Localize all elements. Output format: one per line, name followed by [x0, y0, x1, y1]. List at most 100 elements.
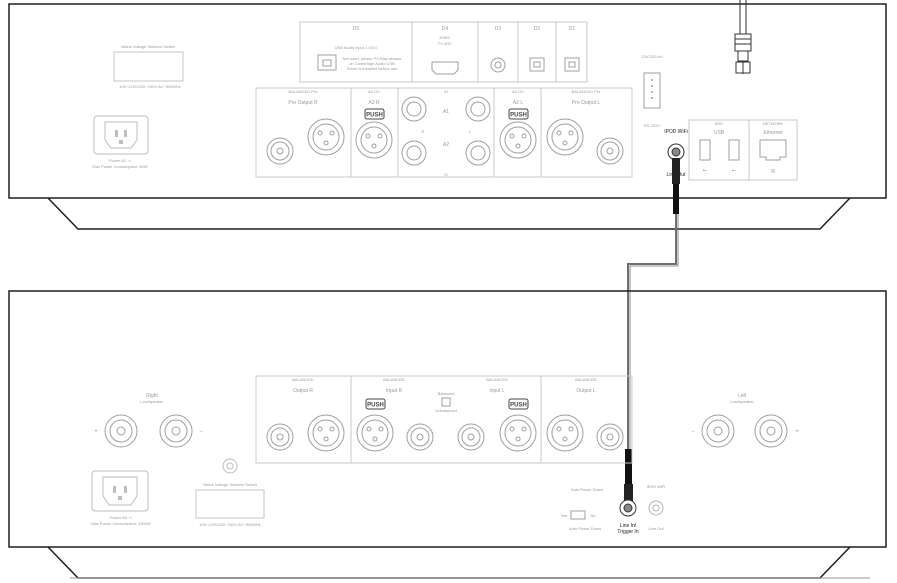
- bsd-label: BSD: [715, 121, 723, 126]
- right-speaker-positive[interactable]: [104, 414, 138, 448]
- output-l-rca[interactable]: [596, 423, 624, 451]
- d3-label: D3: [495, 26, 502, 32]
- a3-r-xlr[interactable]: [355, 121, 393, 159]
- input-r-label: Input R: [386, 388, 403, 394]
- bottom-line-out-label: Line Out: [648, 526, 664, 531]
- a3-r-label: A3 R: [368, 100, 380, 106]
- input-r-rca[interactable]: [406, 423, 434, 451]
- auto-power-down-label: Auto Power Down: [569, 526, 601, 531]
- a2-l-rca[interactable]: [465, 140, 491, 166]
- svg-text:No: No: [590, 513, 596, 518]
- output-r-label: Output R: [293, 388, 313, 394]
- bottom-line-out-jack[interactable]: [648, 500, 664, 516]
- bottom-mains-switch[interactable]: [195, 489, 265, 519]
- d1-label: D1: [569, 26, 576, 32]
- usb-audio-label: USB Audio Input 1.0/2.0: [335, 45, 378, 50]
- output-l-xlr[interactable]: [546, 414, 584, 452]
- line-in-trigger-label-2: Trigger In: [617, 529, 638, 535]
- tv-arc-label: TV ARC: [438, 41, 453, 46]
- input-l-label: Input L: [489, 388, 505, 394]
- optical-port-d1[interactable]: [564, 57, 580, 72]
- output-r-rca[interactable]: [266, 423, 294, 451]
- bottom-power-inlet[interactable]: [91, 470, 149, 512]
- auto-power-down-top: Auto Power Down: [571, 487, 603, 492]
- top-a3-push: PUSH: [366, 113, 383, 119]
- usb-a-port-2[interactable]: [728, 139, 740, 161]
- bottom-unit: Right Loudspeaker + − Left Loudspeaker −…: [8, 290, 887, 579]
- right-speaker-sub: Loudspeaker: [140, 399, 164, 404]
- bottom-analog-panel: [255, 375, 633, 464]
- usb-icon-2: ⭠: [732, 168, 737, 174]
- ethernet-port[interactable]: [759, 139, 787, 161]
- auto-power-down-switch[interactable]: [570, 510, 586, 520]
- svg-text:+: +: [94, 429, 98, 435]
- left-speaker-positive[interactable]: [754, 414, 788, 448]
- top-unit: Mains Voltage Selector Switch 100~120V/2…: [8, 3, 887, 230]
- optical-port-d2[interactable]: [529, 57, 545, 72]
- a2-l-label: A2 L: [513, 100, 524, 106]
- rs232-label: 12V/232•Vu: [641, 54, 662, 59]
- bottom-push-r: PUSH: [367, 403, 384, 409]
- pre-output-r-rca[interactable]: [266, 137, 294, 165]
- balanced-switch[interactable]: [441, 397, 451, 407]
- output-r-xlr[interactable]: [307, 414, 345, 452]
- svg-text:−: −: [199, 429, 203, 435]
- svg-text:BALANCED: BALANCED: [383, 377, 405, 382]
- left-speaker-negative[interactable]: [701, 414, 735, 448]
- a2-r-rca[interactable]: [401, 140, 427, 166]
- usb-b-port[interactable]: [317, 54, 337, 71]
- svg-text:L: L: [469, 129, 472, 134]
- input-r-xlr[interactable]: [356, 414, 394, 452]
- d2-label: D2: [534, 26, 541, 32]
- svg-text:R: R: [422, 129, 425, 134]
- bottom-push-l: PUSH: [510, 403, 527, 409]
- earc-label: EARC: [439, 35, 450, 40]
- svg-text:Driver is installed before use: Driver is installed before use: [347, 66, 398, 71]
- top-cable-plug: [672, 158, 680, 184]
- pre-output-l-xlr[interactable]: [546, 118, 584, 156]
- d4-label: D4: [442, 26, 449, 32]
- top-network-cable: [734, 0, 752, 74]
- ground-terminal[interactable]: [222, 458, 238, 474]
- svg-text:+: +: [795, 429, 799, 435]
- top-power-inlet[interactable]: [93, 115, 149, 155]
- a2-label: A2: [443, 142, 449, 148]
- usb-a-port-1[interactable]: [699, 139, 711, 161]
- a1-r-rca[interactable]: [401, 96, 427, 122]
- bottom-unit-base: [47, 546, 851, 579]
- top-power-consumption: Max Power Consumption: 40W: [92, 164, 147, 169]
- input-l-rca[interactable]: [457, 423, 485, 451]
- top-mains-switch[interactable]: [113, 51, 184, 82]
- left-speaker-label: Left: [738, 393, 747, 399]
- top-power-label: Power AC ∿: [109, 158, 131, 163]
- svg-text:A3 OV: A3 OV: [512, 89, 524, 94]
- pre-output-l-rca[interactable]: [596, 137, 624, 165]
- svg-text:BALANCED Pre: BALANCED Pre: [572, 89, 602, 94]
- rs232-port[interactable]: [643, 72, 661, 109]
- svg-text:BALANCED: BALANCED: [486, 377, 508, 382]
- usb-network-panel: [688, 119, 798, 181]
- hdmi-port[interactable]: [431, 61, 459, 75]
- usb-label: USB: [714, 130, 725, 136]
- network-icon: ⚼: [771, 168, 775, 174]
- right-speaker-negative[interactable]: [159, 414, 193, 448]
- top-mains-switch-values: 100~120V/220~240V AC~50/60Hz: [119, 84, 181, 89]
- bottom-cable-plug: [625, 449, 632, 484]
- trigger-cable: [624, 158, 680, 504]
- pre-output-r-xlr[interactable]: [307, 118, 345, 156]
- coax-port[interactable]: [490, 57, 506, 73]
- pre-output-r-label: Pre Output R: [288, 100, 318, 106]
- bottom-power-label: Power AC ∿: [110, 515, 132, 520]
- svg-text:BALANCED: BALANCED: [575, 377, 597, 382]
- trigger-group-label: IR/IO WiFi: [647, 484, 666, 489]
- bottom-unit-chassis: [8, 290, 887, 548]
- a2-l-xlr[interactable]: [499, 121, 537, 159]
- svg-text:on Cambridge Audio USB: on Cambridge Audio USB: [349, 61, 395, 66]
- svg-text:Yes: Yes: [561, 513, 568, 518]
- a1-l-rca[interactable]: [465, 96, 491, 122]
- svg-text:PUSH: PUSH: [510, 113, 527, 119]
- left-speaker-sub: Loudspeaker: [730, 399, 754, 404]
- a1-label: A1: [443, 109, 449, 115]
- svg-text:−: −: [691, 429, 695, 435]
- input-l-xlr[interactable]: [499, 414, 537, 452]
